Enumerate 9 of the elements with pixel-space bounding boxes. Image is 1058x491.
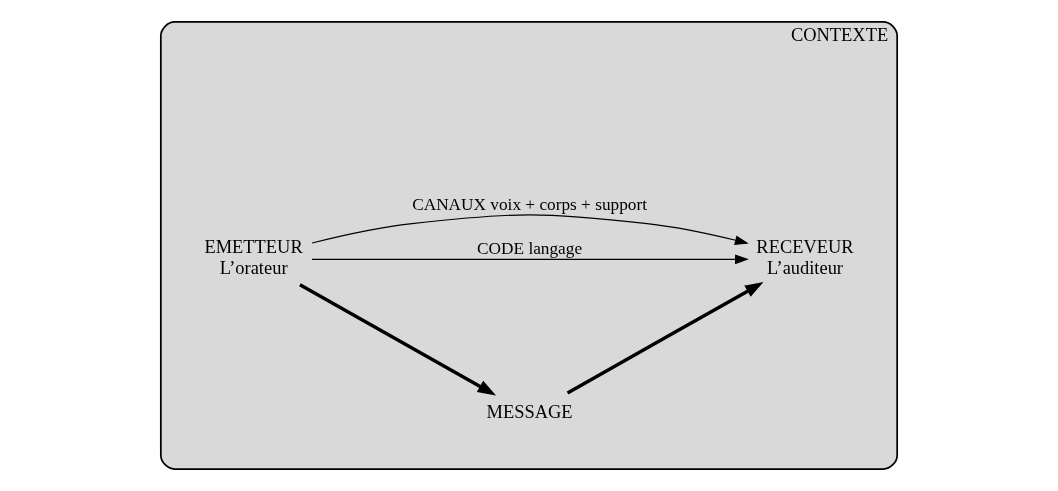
node-text: RECEVEUR L’auditeur bbox=[756, 237, 854, 279]
node-text: EMETTEUR L’orateur bbox=[204, 237, 303, 279]
arrow bbox=[299, 283, 497, 396]
arrow bbox=[566, 282, 764, 395]
edge-label: CANAUX voix + corps + support bbox=[412, 194, 647, 214]
node-text: MESSAGE bbox=[486, 402, 573, 423]
arrow bbox=[311, 214, 749, 245]
edge-label: CODE langage bbox=[477, 238, 583, 258]
arrow bbox=[311, 254, 749, 265]
